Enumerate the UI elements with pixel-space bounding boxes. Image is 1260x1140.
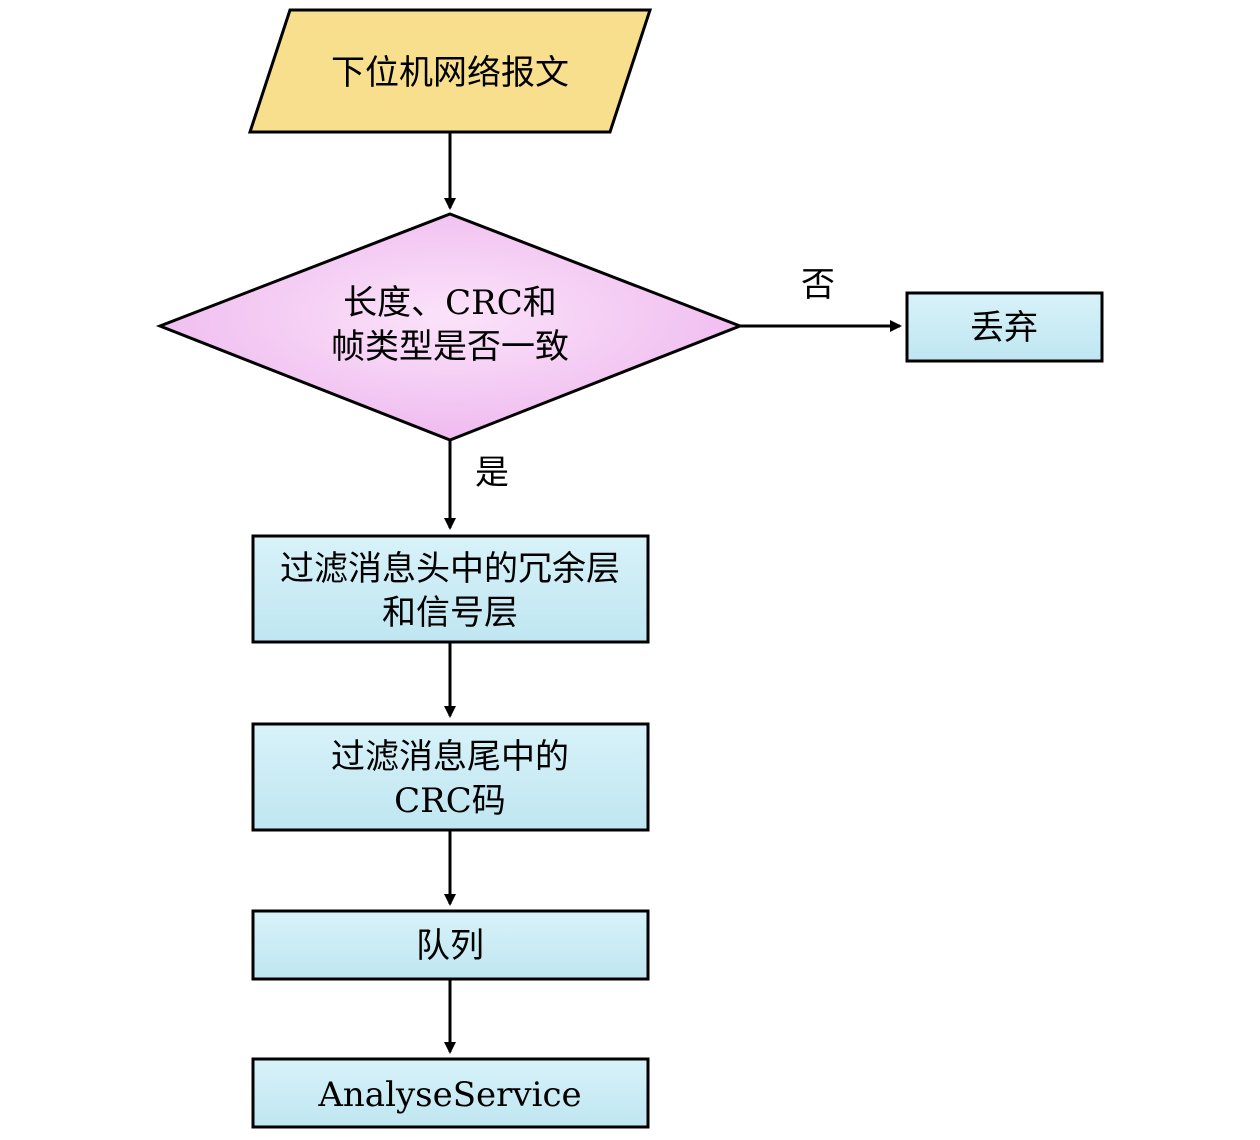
input-label: 下位机网络报文 xyxy=(331,53,569,93)
filter-tail-label-line-2: CRC码 xyxy=(394,781,506,821)
analyse-service-box xyxy=(251,1057,650,1129)
discard-box xyxy=(905,291,1104,363)
queue-box xyxy=(251,909,650,981)
discard-node: 丢弃 xyxy=(905,291,1104,363)
filter-header-label-line-2: 和信号层 xyxy=(382,593,518,633)
queue-label: 队列 xyxy=(416,926,484,966)
filter-header-box xyxy=(251,534,650,644)
decision-label-line-1: 长度、CRC和 xyxy=(343,283,557,323)
discard-label: 丢弃 xyxy=(970,308,1038,348)
filter-tail-node: 过滤消息尾中的 CRC码 xyxy=(251,722,650,832)
input-parallelogram xyxy=(247,8,653,134)
edge-label-no: 否 xyxy=(801,265,835,305)
input-node: 下位机网络报文 xyxy=(247,8,653,134)
filter-header-node: 过滤消息头中的冗余层 和信号层 xyxy=(251,534,650,644)
decision-node: 长度、CRC和 帧类型是否一致 xyxy=(155,212,745,442)
analyse-service-node: AnalyseService xyxy=(251,1057,650,1129)
analyse-service-label: AnalyseService xyxy=(317,1075,581,1115)
edge-label-yes: 是 xyxy=(475,453,509,493)
queue-node: 队列 xyxy=(251,909,650,981)
decision-label-line-2: 帧类型是否一致 xyxy=(331,327,569,367)
filter-tail-label-line-1: 过滤消息尾中的 xyxy=(331,737,569,777)
filter-header-label-line-1: 过滤消息头中的冗余层 xyxy=(280,549,620,589)
